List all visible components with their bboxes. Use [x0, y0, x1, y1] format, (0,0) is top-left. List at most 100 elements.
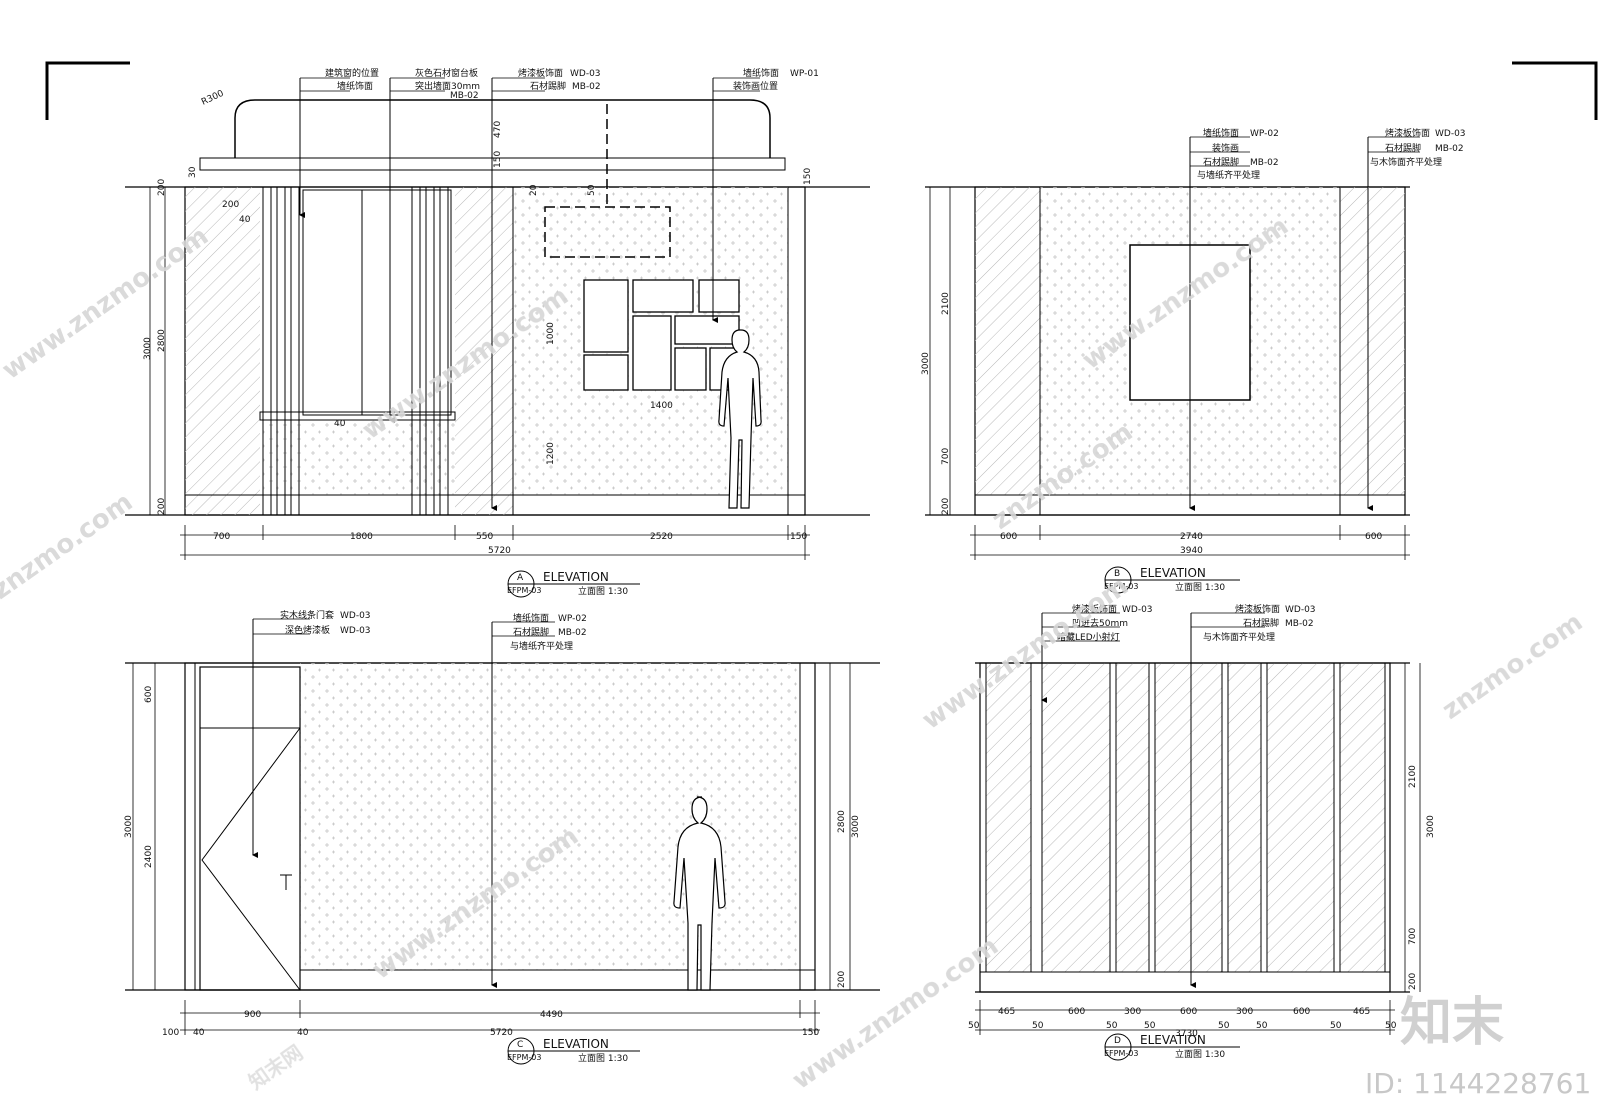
callout-b7: 与木饰面齐平处理	[1370, 156, 1442, 168]
dim-a-misc-1000: 1000	[546, 322, 556, 345]
dim-d-g6: 50	[1256, 1021, 1268, 1031]
dim-a-1: 700	[213, 532, 230, 542]
elevation-c: 实木线条门套 WD-03 深色烤漆板 WD-03 墙纸饰面 WP-02 石材踢脚…	[124, 609, 880, 1065]
dim-b-3: 600	[1365, 532, 1382, 542]
callout-b6-code: MB-02	[1435, 144, 1464, 154]
elev-a-sheet-ref: EFPM-03	[507, 586, 541, 595]
dim-a-2: 1800	[350, 532, 373, 542]
elev-b-sheet-ref: EFPM-03	[1104, 582, 1138, 591]
elev-c-sheet-ref: EFPM-03	[507, 1053, 541, 1062]
callout-a5: 烤漆板饰面	[518, 67, 563, 79]
dim-d-g2: 50	[1032, 1021, 1044, 1031]
elev-a-title: ELEVATION	[543, 570, 609, 584]
callout-a8: 装饰画位置	[733, 80, 778, 92]
callout-d1-code: WD-03	[1122, 605, 1153, 615]
watermark-1: www.znzmo.com	[0, 221, 214, 386]
callout-a6-code: MB-02	[572, 82, 601, 92]
dim-a-misc-40: 40	[239, 215, 251, 225]
elev-c-scale: 立面图 1:30	[578, 1052, 628, 1064]
dim-d-right-1: 2100	[1408, 765, 1418, 788]
elevation-b: 墙纸饰面 WP-02 装饰画 石材踢脚 MB-02 与墙纸齐平处理 烤漆板饰面 …	[921, 127, 1466, 594]
callout-a3: 灰色石材窗台板	[415, 67, 478, 79]
callout-a7-code: WP-01	[790, 69, 819, 79]
elev-d-title: ELEVATION	[1140, 1033, 1206, 1047]
elev-d-sheet-ref: EFPM-03	[1104, 1049, 1138, 1058]
callout-c1: 实木线条门套	[280, 609, 334, 621]
dim-c-left-2: 2400	[144, 845, 154, 868]
dim-d-g5: 50	[1218, 1021, 1230, 1031]
dim-a-misc-50: 50	[587, 184, 597, 196]
dim-d-g7: 50	[1330, 1021, 1342, 1031]
dim-a-top-30: 30	[188, 166, 198, 178]
dim-d-right-3: 200	[1408, 973, 1418, 990]
dim-a-top-470: 470	[493, 121, 503, 138]
callout-d6: 与木饰面齐平处理	[1203, 631, 1275, 643]
corner-mark-left	[45, 61, 130, 120]
dim-c-s2: 40	[193, 1028, 205, 1038]
dim-c-s4: 150	[802, 1028, 819, 1038]
dim-d-g8: 50	[1385, 1021, 1397, 1031]
dim-b-left-2: 700	[941, 448, 951, 465]
dim-d-6: 600	[1293, 1007, 1310, 1017]
dim-b-left-1: 2100	[941, 292, 951, 315]
watermark-10: 知末网	[244, 1040, 307, 1094]
dim-d-total: 3730	[1175, 1029, 1198, 1039]
dim-b-left-3: 200	[941, 498, 951, 515]
dim-a-misc-1200: 1200	[546, 442, 556, 465]
watermark-id: ID: 1144228761	[1365, 1067, 1591, 1100]
callout-d2: 凹进去50mm	[1072, 617, 1128, 629]
dim-c-total: 5720	[490, 1028, 513, 1038]
dim-a-misc-1400: 1400	[650, 401, 673, 411]
dim-a-left-2: 2800	[157, 329, 167, 352]
callout-d3: 暗藏LED小射灯	[1057, 631, 1120, 643]
dim-d-5: 300	[1236, 1007, 1253, 1017]
callout-d4: 烤漆板饰面	[1235, 603, 1280, 615]
dim-a-4: 2520	[650, 532, 673, 542]
callout-c4: 石材踢脚	[513, 626, 549, 638]
dim-c-s1: 100	[162, 1028, 179, 1038]
dim-a-misc-20: 20	[529, 184, 539, 196]
callout-b1-code: WP-02	[1250, 129, 1279, 139]
watermark-7: znzmo.com	[0, 487, 138, 606]
dim-a-5: 150	[790, 532, 807, 542]
dim-d-3: 300	[1124, 1007, 1141, 1017]
elev-b-title: ELEVATION	[1140, 566, 1206, 580]
dim-a-top-150: 150	[493, 151, 503, 168]
callout-d5: 石材踢脚	[1243, 617, 1279, 629]
dim-a-3: 550	[476, 532, 493, 542]
dim-a-left-1: 200	[157, 179, 167, 196]
dim-a-total: 5720	[488, 546, 511, 556]
callout-a7: 墙纸饰面	[743, 67, 779, 79]
dim-c-1: 900	[244, 1010, 261, 1020]
callout-c3: 墙纸饰面	[513, 612, 549, 624]
callout-a6: 石材踢脚	[530, 80, 566, 92]
dim-d-g3: 50	[1106, 1021, 1118, 1031]
callout-c5: 与墙纸齐平处理	[510, 640, 573, 652]
dim-a-left-total: 3000	[143, 337, 153, 360]
elev-a-scale: 立面图 1:30	[578, 585, 628, 597]
dim-b-total: 3940	[1180, 546, 1203, 556]
elevation-a: 建筑窗的位置 墙纸饰面 灰色石材窗台板 突出墙面30mm MB-02 烤漆板饰面…	[125, 67, 870, 598]
callout-a2: 墙纸饰面	[337, 80, 373, 92]
dim-d-7: 465	[1353, 1007, 1370, 1017]
callout-a4-code: MB-02	[450, 91, 479, 101]
callout-c3-code: WP-02	[558, 614, 587, 624]
elev-c-title: ELEVATION	[543, 1037, 609, 1051]
elev-b-scale: 立面图 1:30	[1175, 581, 1225, 593]
callout-b3-code: MB-02	[1250, 158, 1279, 168]
watermark-logo: 知末	[1400, 993, 1504, 1053]
watermark-8: znzmo.com	[1437, 607, 1589, 726]
dim-d-g4: 50	[1144, 1021, 1156, 1031]
callout-b6: 石材踢脚	[1385, 142, 1421, 154]
dim-a-left-3: 200	[157, 498, 167, 515]
elevation-d: 烤漆板饰面 WD-03 凹进去50mm 暗藏LED小射灯 烤漆板饰面 WD-03…	[968, 603, 1436, 1061]
callout-c4-code: MB-02	[558, 628, 587, 638]
callout-b5-code: WD-03	[1435, 129, 1466, 139]
elev-c-tag: C	[517, 1040, 523, 1050]
dim-b-left-total: 3000	[921, 352, 931, 375]
corner-mark-right	[1512, 61, 1598, 120]
callout-d5-code: MB-02	[1285, 619, 1314, 629]
dim-c-s3: 40	[297, 1028, 309, 1038]
dim-d-g1: 50	[968, 1021, 980, 1031]
